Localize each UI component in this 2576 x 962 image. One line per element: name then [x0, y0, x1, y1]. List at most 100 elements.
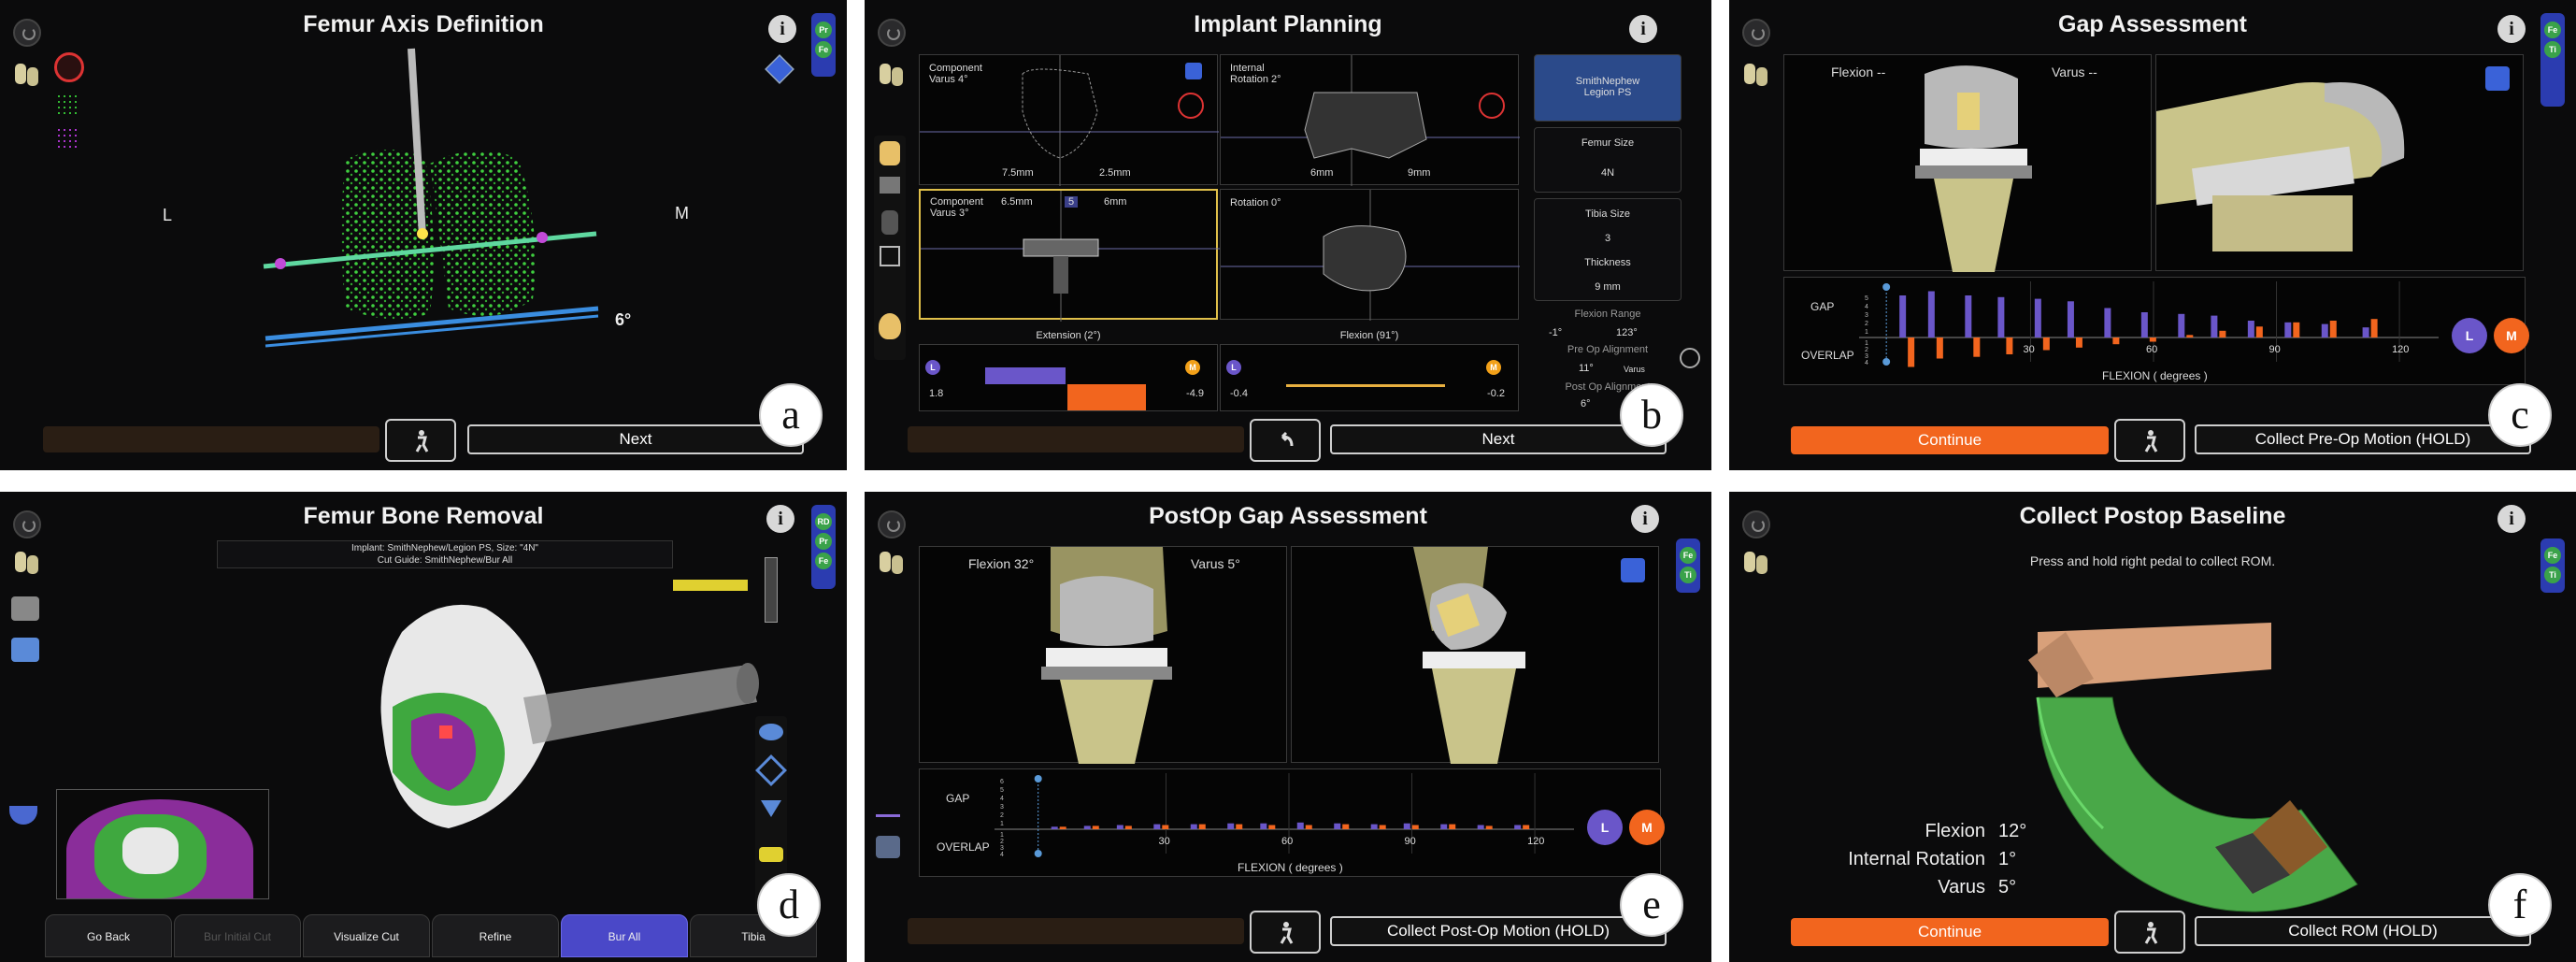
view-tibia-axial[interactable]: Rotation 0°	[1220, 189, 1520, 321]
info-icon[interactable]: i	[1631, 505, 1659, 533]
cube-icon[interactable]	[1185, 63, 1202, 79]
axis-icon[interactable]	[755, 754, 787, 786]
power-icon[interactable]	[1742, 19, 1770, 47]
medial-legend[interactable]: M	[1629, 810, 1665, 845]
implant-tool-icon[interactable]	[880, 141, 900, 165]
marker-bottom	[1034, 850, 1042, 857]
overlap-axis-label: OVERLAP	[937, 840, 990, 854]
lateral-legend[interactable]: L	[2452, 318, 2487, 353]
walk-mode-button[interactable]	[385, 419, 456, 462]
tab-visualize-cut[interactable]: Visualize Cut	[303, 914, 430, 957]
power-icon[interactable]	[878, 19, 906, 47]
medial-legend[interactable]: M	[2494, 318, 2529, 353]
info-icon[interactable]: i	[2497, 505, 2526, 533]
lateral-legend[interactable]: L	[1587, 810, 1623, 845]
varus-label: Varus	[1938, 877, 1985, 897]
continue-button[interactable]: Continue	[1791, 918, 2109, 946]
walk-mode-button[interactable]	[2114, 911, 2185, 954]
cube-icon[interactable]	[2485, 66, 2510, 91]
tag-fe[interactable]: Fe	[815, 553, 832, 569]
bur-icon[interactable]	[759, 847, 783, 862]
tab-bur-initial-cut[interactable]: Bur Initial Cut	[174, 914, 301, 957]
knee-implant-side-render	[1413, 547, 1525, 764]
tag-rd[interactable]: RD	[815, 513, 832, 530]
tag-ti[interactable]: Ti	[2544, 41, 2561, 58]
caliper-tool-icon[interactable]	[880, 177, 900, 194]
info-icon[interactable]: i	[768, 15, 796, 43]
knee-front-view[interactable]: Flexion --	[1783, 54, 2152, 272]
medial-bar	[1067, 384, 1146, 410]
tag-pr[interactable]: Pr	[815, 533, 832, 550]
tracker-icon[interactable]	[876, 836, 900, 858]
more-icon[interactable]	[1680, 348, 1700, 368]
chart-toggle-icon[interactable]	[876, 798, 900, 817]
bur-tool-icon[interactable]	[11, 596, 39, 621]
tag-ti[interactable]: Ti	[1680, 567, 1696, 583]
femur-size-control[interactable]: Femur Size 4N	[1534, 127, 1682, 193]
tab-refine[interactable]: Refine	[432, 914, 559, 957]
no-entry-icon[interactable]	[54, 52, 84, 82]
bar-l	[2034, 298, 2041, 337]
y-tick-label: 1	[1865, 329, 1868, 336]
rotate-icon[interactable]	[1479, 93, 1505, 119]
resize-tool-icon[interactable]	[880, 246, 900, 266]
knee-bone-icon[interactable]	[11, 62, 43, 88]
knee-bone-icon[interactable]	[11, 550, 43, 576]
knee-bone-icon[interactable]	[1740, 62, 1772, 88]
progress-bar	[43, 426, 379, 452]
bar-l	[2067, 301, 2074, 337]
info-icon[interactable]: i	[1629, 15, 1657, 43]
implant-selector[interactable]: SmithNephew Legion PS	[1534, 54, 1682, 122]
tracker-icon[interactable]	[11, 638, 39, 662]
cube-icon[interactable]	[1621, 558, 1645, 582]
collect-rom-button[interactable]: Collect ROM (HOLD)	[2195, 916, 2531, 946]
preop-alignment-value: 11°	[1579, 363, 1594, 374]
view-eye-icon[interactable]	[759, 724, 783, 740]
back-button[interactable]	[1250, 419, 1321, 462]
bar-m	[1411, 825, 1419, 829]
tibia-size-control[interactable]: Tibia Size 3 Thickness 9 mm	[1534, 198, 1682, 301]
info-icon[interactable]: i	[766, 505, 794, 533]
continue-button[interactable]: Continue	[1791, 426, 2109, 454]
panel-letter-a: a	[759, 383, 823, 447]
next-button[interactable]: Next	[1330, 424, 1667, 454]
tag-fe[interactable]: Fe	[815, 41, 832, 58]
power-icon[interactable]	[878, 510, 906, 538]
view-femur-coronal[interactable]: Component Varus 4° 7.5mm 2.5mm	[919, 54, 1219, 186]
down-arrow-icon[interactable]	[761, 800, 781, 817]
tag-fe[interactable]: Fe	[2544, 547, 2561, 564]
power-icon[interactable]	[13, 19, 41, 47]
bar-l	[1514, 825, 1522, 829]
collect-postop-motion-button[interactable]: Collect Post-Op Motion (HOLD)	[1330, 916, 1667, 946]
knee-bone-icon[interactable]	[1740, 550, 1772, 576]
view-femur-axial[interactable]: Internal Rotation 2° 6mm 9mm	[1220, 54, 1520, 186]
collect-preop-motion-button[interactable]: Collect Pre-Op Motion (HOLD)	[2195, 424, 2531, 454]
knee-side-view[interactable]: Varus --	[2052, 54, 2524, 271]
power-icon[interactable]	[13, 510, 41, 538]
rotate-icon[interactable]	[1178, 93, 1204, 119]
power-icon[interactable]	[1742, 510, 1770, 538]
bone-inset-view[interactable]	[56, 789, 269, 899]
tab-go-back[interactable]: Go Back	[45, 914, 172, 957]
tag-ti[interactable]: Ti	[2544, 567, 2561, 583]
tab-bur-all[interactable]: Bur All	[561, 914, 688, 957]
knee-bone-icon[interactable]	[876, 550, 908, 576]
point-cloud-small-icon	[56, 93, 79, 116]
flexion-range-min: -1°	[1549, 327, 1563, 338]
tag-pr[interactable]: Pr	[815, 22, 832, 38]
walk-mode-button[interactable]	[1250, 911, 1321, 954]
knee-front-view[interactable]: Flexion 32° Varus 5°	[919, 546, 1287, 764]
tag-fe[interactable]: Fe	[2544, 22, 2561, 38]
bowl-icon[interactable]	[9, 806, 37, 825]
next-button[interactable]: Next	[467, 424, 804, 454]
avatar[interactable]	[879, 313, 901, 339]
lateral-bar	[985, 367, 1066, 384]
bar-l	[1965, 295, 1972, 337]
info-icon[interactable]: i	[2497, 15, 2526, 43]
knee-bone-icon[interactable]	[876, 62, 908, 88]
view-tibia-coronal[interactable]: Component Varus 3° 6.5mm 5 6mm	[919, 189, 1220, 322]
tag-fe[interactable]: Fe	[1680, 547, 1696, 564]
bone-tool-icon[interactable]	[881, 210, 898, 235]
knee-side-view[interactable]	[1291, 546, 1659, 764]
walk-mode-button[interactable]	[2114, 419, 2185, 462]
